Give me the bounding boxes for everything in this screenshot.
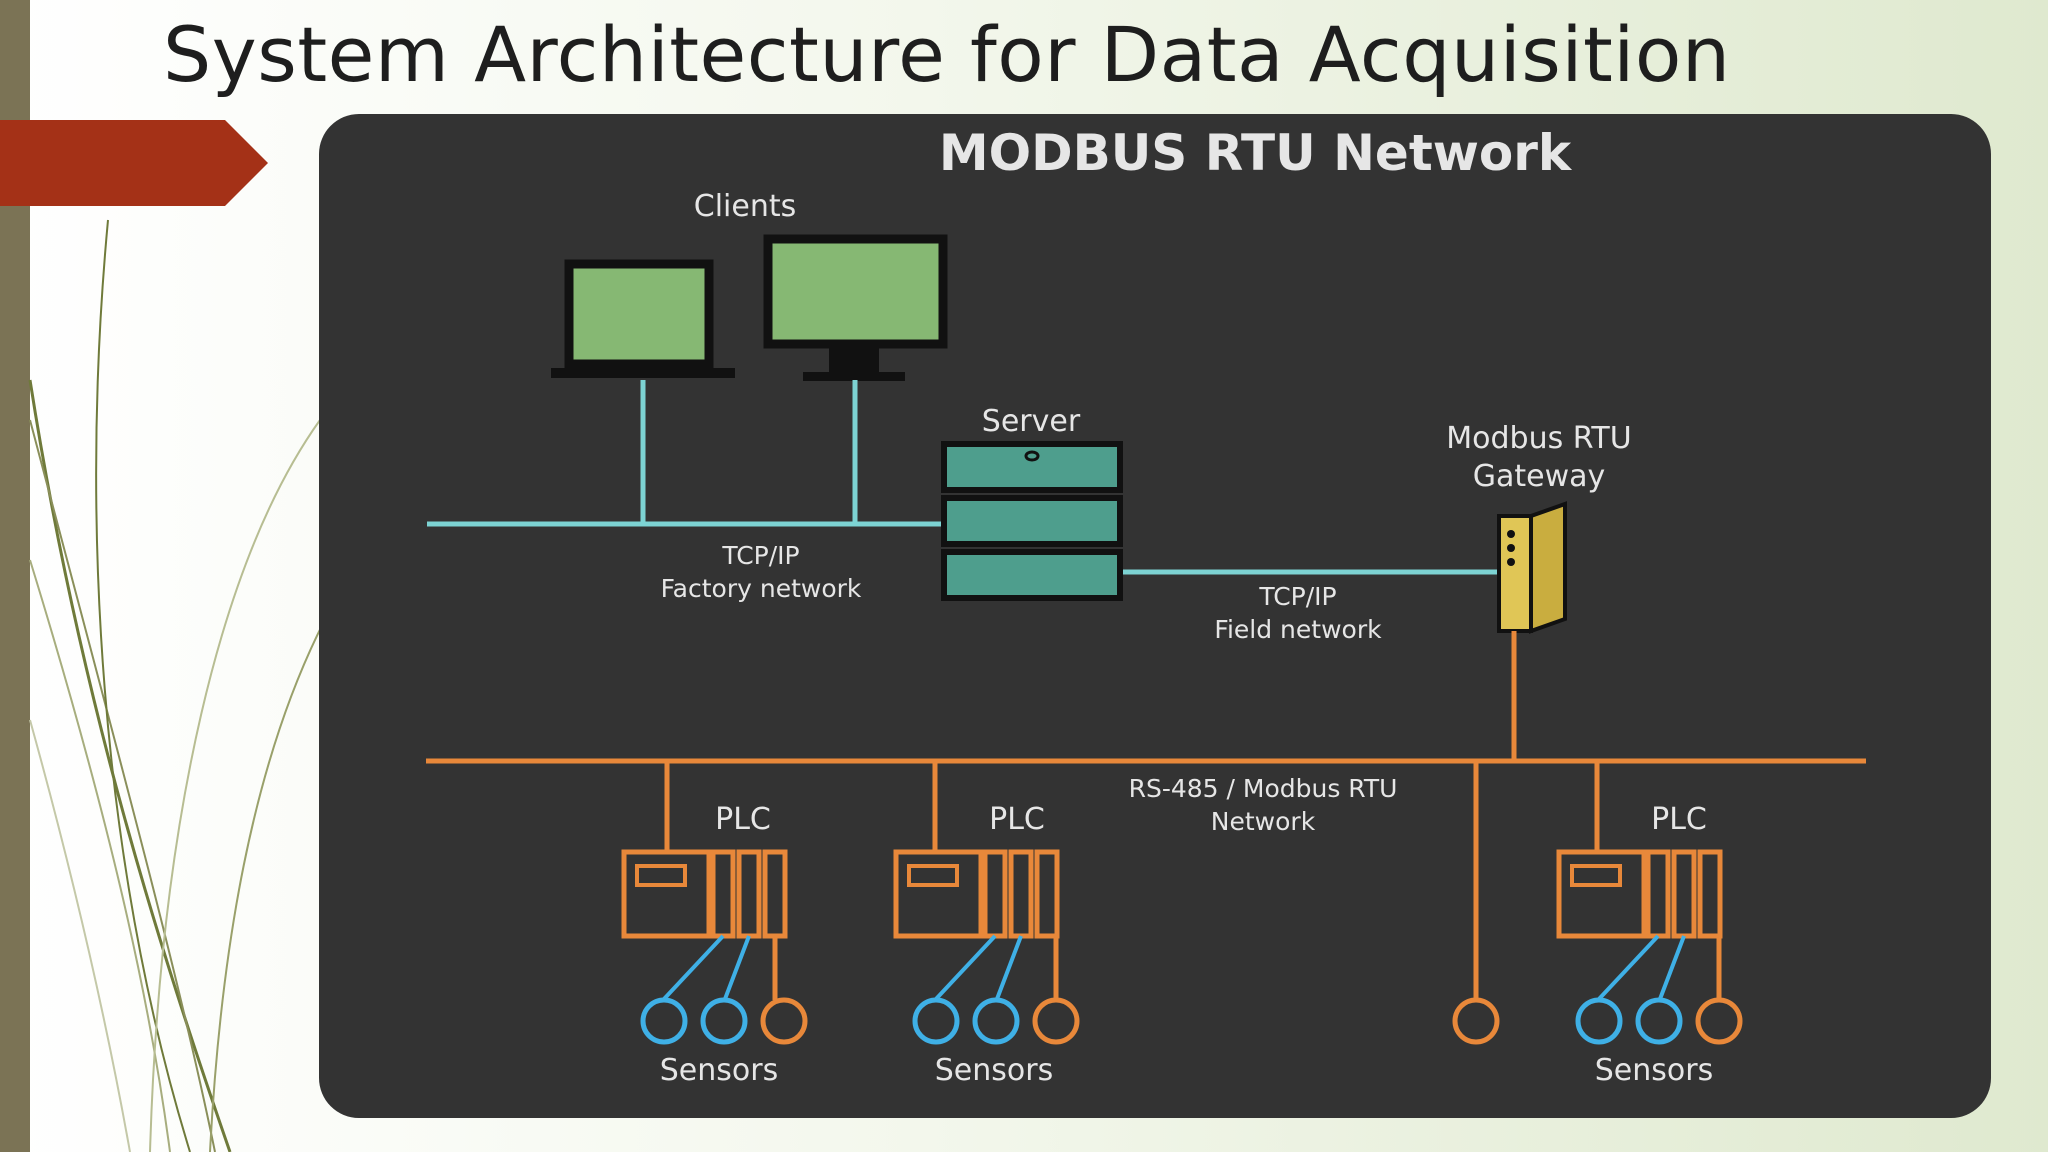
title-accent-arrow xyxy=(0,120,268,206)
sensor-icon xyxy=(1452,997,1500,1045)
plc-label: PLC xyxy=(1651,802,1707,837)
monitor-icon xyxy=(763,234,948,381)
rs485-label-line1: RS-485 / Modbus RTU xyxy=(1129,774,1398,803)
factory-network-label-line2: Factory network xyxy=(661,574,862,603)
decorative-curves xyxy=(28,219,331,1152)
sensor-icon xyxy=(760,997,808,1045)
gateway-label-line2: Gateway xyxy=(1473,459,1606,494)
sensor-icon xyxy=(640,997,688,1045)
plc-icon xyxy=(1556,849,1723,939)
plc-group-1: PLC Sensors xyxy=(621,761,808,1088)
laptop-icon xyxy=(551,259,735,378)
sensors-label: Sensors xyxy=(660,1053,778,1088)
plc-icon xyxy=(621,849,788,939)
sensor-icon xyxy=(700,997,748,1045)
plc-icon xyxy=(893,849,1060,939)
plc-label: PLC xyxy=(715,802,771,837)
sensor-icon xyxy=(912,997,960,1045)
gateway-label-line1: Modbus RTU xyxy=(1446,421,1631,456)
rs485-bus xyxy=(426,631,1866,1020)
sensor-icon xyxy=(1635,997,1683,1045)
plc-group-2: PLC Sensors xyxy=(893,761,1080,1088)
plc-label: PLC xyxy=(989,802,1045,837)
slide-title: System Architecture for Data Acquisition xyxy=(163,10,1731,99)
factory-network-label-line1: TCP/IP xyxy=(721,541,799,570)
diagram-title: MODBUS RTU Network xyxy=(939,124,1573,182)
clients-label: Clients xyxy=(694,189,796,224)
sensor-icon xyxy=(972,997,1020,1045)
server-icon xyxy=(941,441,1123,601)
plc-group-3: PLC Sensors xyxy=(1556,761,1743,1088)
sensors-label: Sensors xyxy=(935,1053,1053,1088)
sensor-icon xyxy=(1032,997,1080,1045)
diagram-panel: MODBUS RTU Network Clients Server xyxy=(319,114,1991,1118)
sensors-label: Sensors xyxy=(1595,1053,1713,1088)
factory-network-line xyxy=(427,380,941,527)
server-label: Server xyxy=(982,404,1081,439)
rs485-label-line2: Network xyxy=(1211,807,1316,836)
network-diagram: MODBUS RTU Network Clients Server xyxy=(426,124,1866,1088)
field-network-label-line2: Field network xyxy=(1214,615,1382,644)
gateway-icon xyxy=(1497,501,1567,634)
sensor-icon xyxy=(1695,997,1743,1045)
field-network-label-line1: TCP/IP xyxy=(1258,582,1336,611)
sensor-icon xyxy=(1575,997,1623,1045)
